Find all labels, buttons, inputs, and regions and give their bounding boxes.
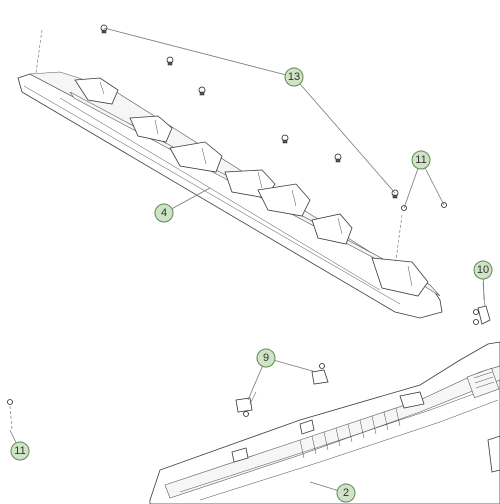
sill-trim-panel-part-4 (17, 29, 443, 319)
bolt-assembly (235, 391, 257, 417)
callout-2: 2 (336, 483, 356, 503)
callout-label: 11 (14, 445, 25, 457)
fasteners-part-13 (100, 24, 399, 199)
callout-11-upper: 11 (411, 150, 431, 170)
alignment-line (395, 214, 403, 261)
push-clip (198, 86, 206, 96)
callout-label: 4 (161, 207, 167, 219)
push-clip (281, 134, 289, 144)
push-clip (334, 153, 342, 163)
panel-body (17, 73, 443, 319)
callout-label: 10 (477, 264, 489, 276)
callout-label: 2 (343, 487, 349, 499)
fastener-part-11-lower (7, 399, 13, 431)
callout-11-lower: 11 (10, 441, 30, 461)
push-clip (100, 24, 108, 34)
callout-4: 4 (154, 203, 174, 223)
callout-label: 11 (415, 154, 426, 166)
alignment-line (34, 29, 43, 81)
callout-10: 10 (473, 260, 493, 280)
fasteners-part-11-upper (401, 202, 447, 211)
callout-9: 9 (256, 348, 276, 368)
clip-housings (74, 77, 429, 297)
bolts-part-9 (235, 363, 329, 417)
push-clip (166, 56, 174, 66)
interior-panel-part-2 (149, 341, 500, 504)
callout-label: 13 (288, 71, 300, 83)
push-clip (391, 189, 399, 199)
bolt-assembly (311, 363, 329, 385)
callout-label: 9 (263, 352, 269, 364)
callout-13: 13 (284, 67, 304, 87)
bracket-part-10 (473, 282, 491, 325)
